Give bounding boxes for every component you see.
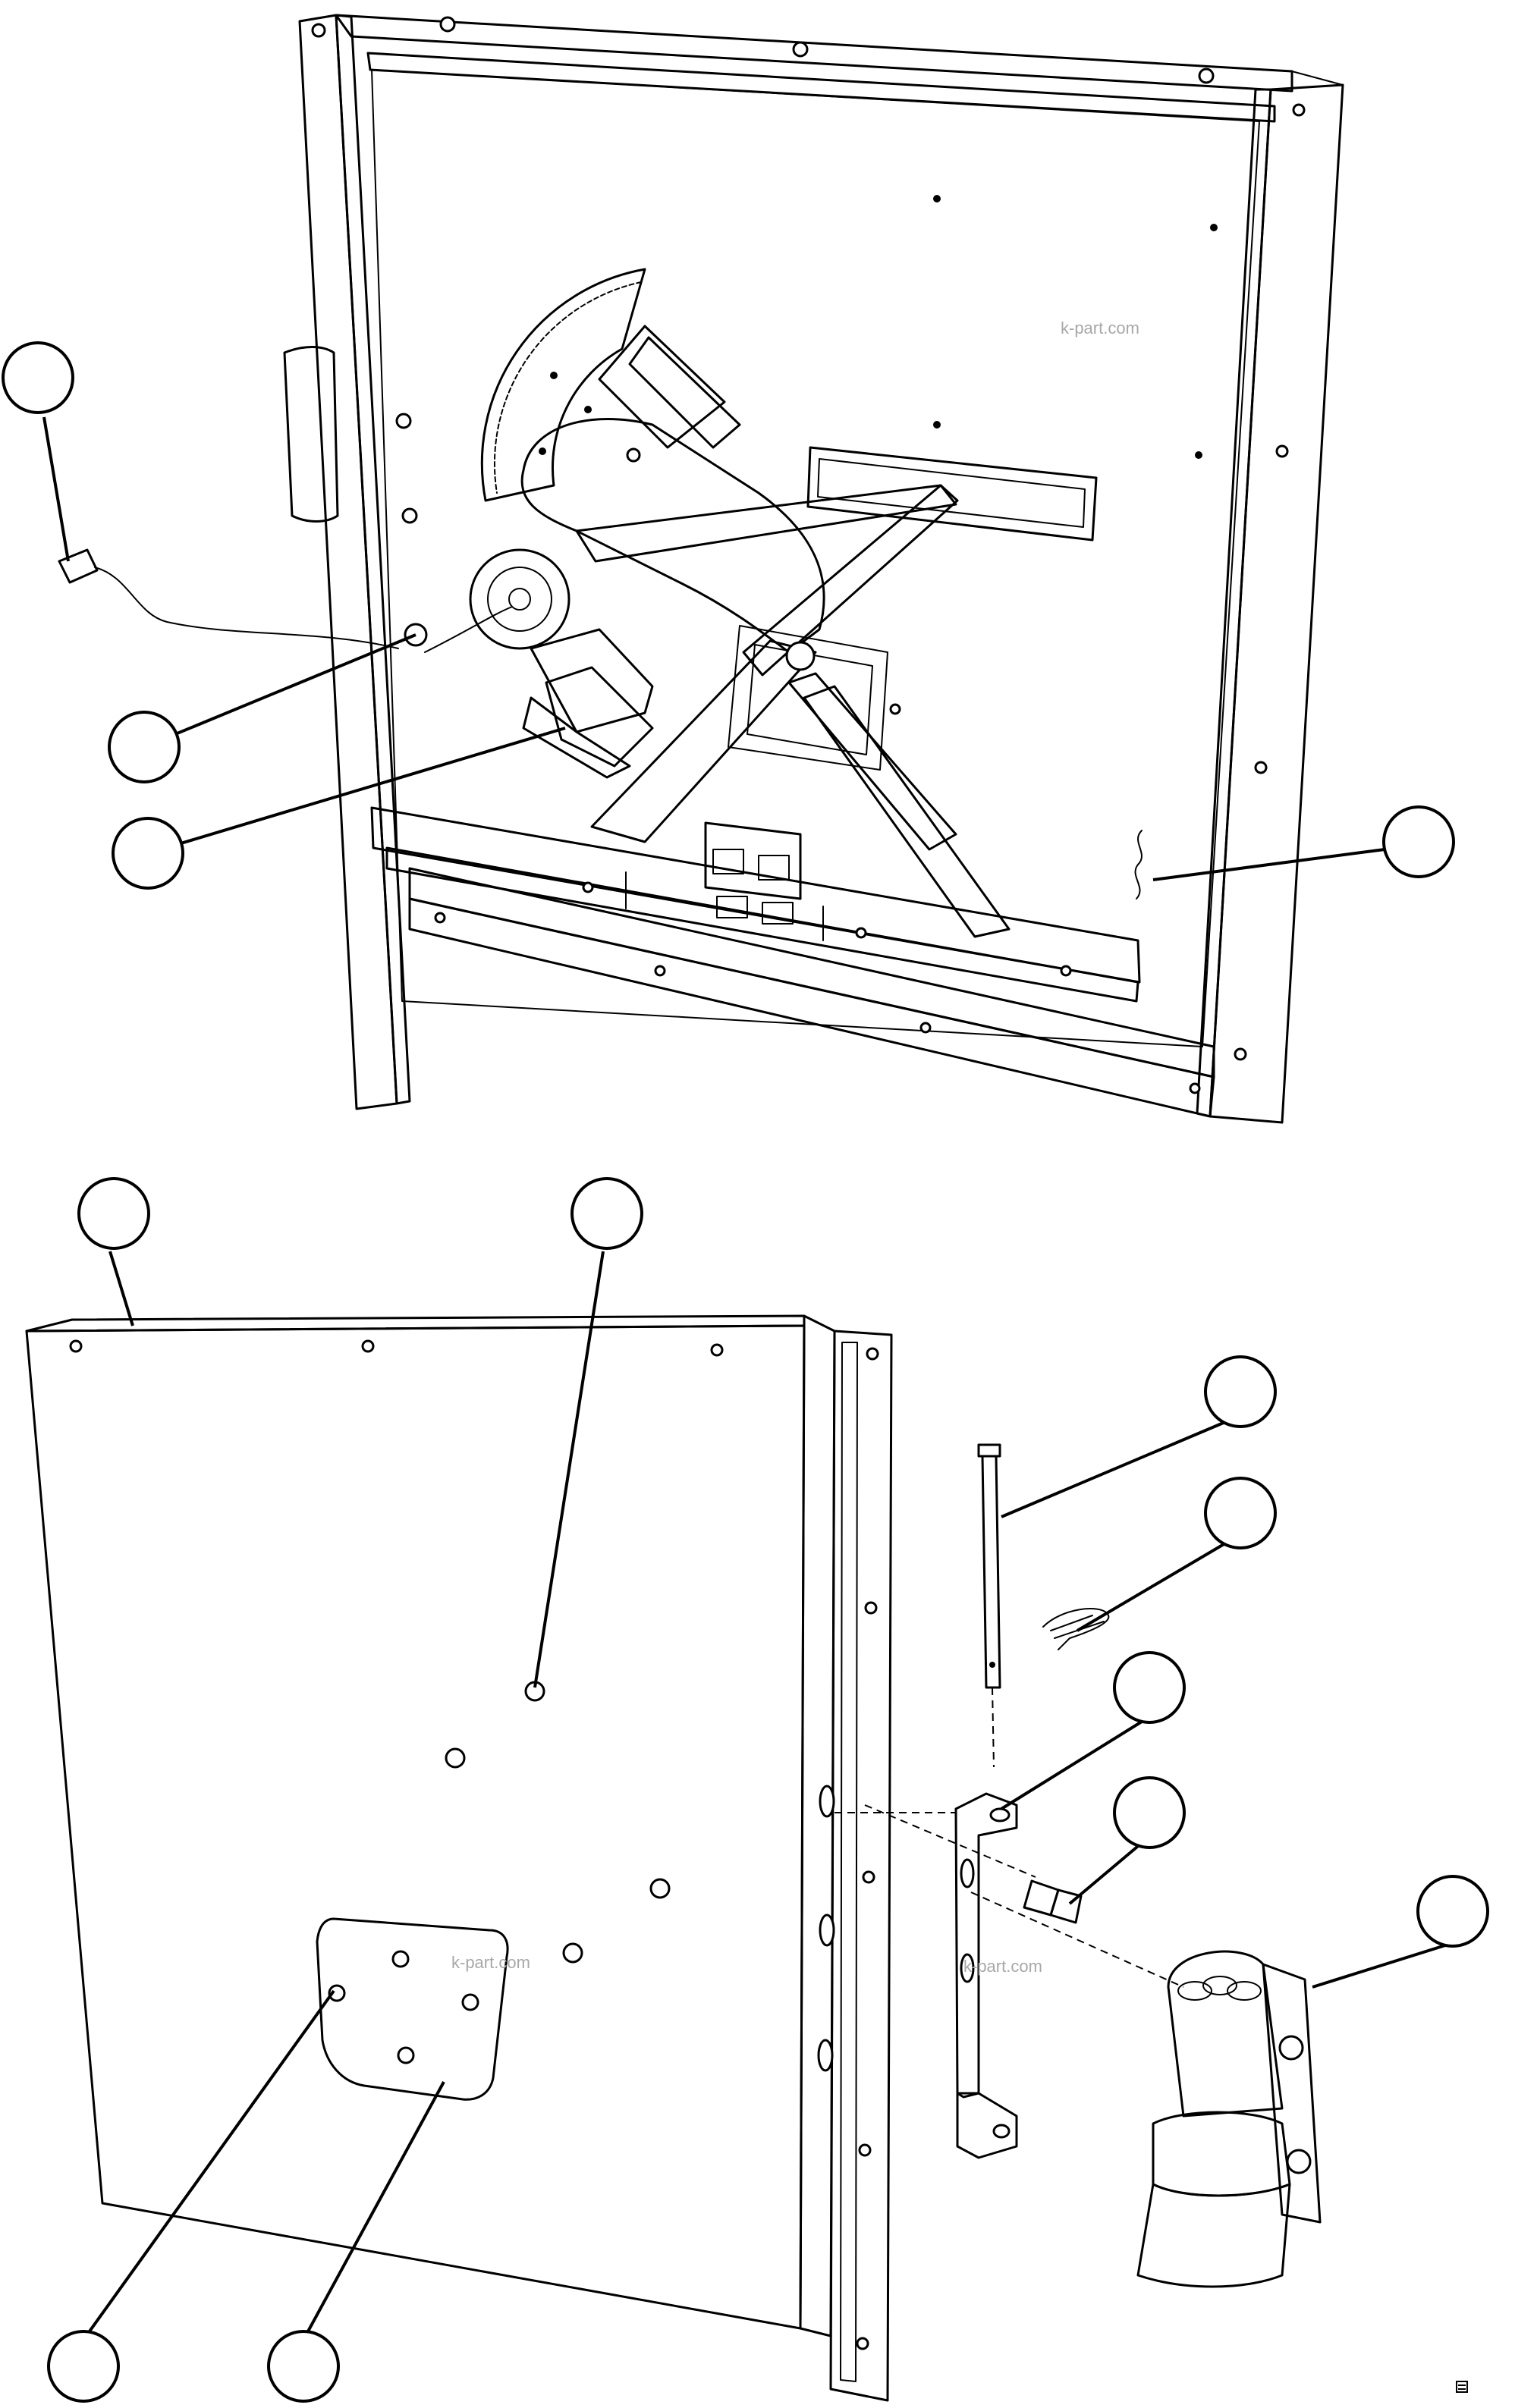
callout-inner-panel (77, 1177, 150, 1250)
callout-hinge-post (1416, 1875, 1489, 1948)
callout-leaders (42, 416, 1446, 2341)
watermark-bracket: k-part.com (963, 1957, 1042, 1976)
callout-cover-screw (47, 2330, 120, 2403)
callout-clip (1204, 1477, 1277, 1549)
window-frame-assembly: k-part.com (58, 14, 1344, 1124)
callout-circles (2, 341, 1489, 2403)
callout-bracket (1113, 1651, 1186, 1724)
callout-glass (1382, 805, 1455, 878)
callout-connector (2, 341, 74, 414)
callout-bolt (1113, 1776, 1186, 1849)
callout-stud (570, 1177, 643, 1250)
hinge-hardware-drawing: k-part.com (835, 1443, 1322, 2288)
watermark-top: k-part.com (1061, 319, 1139, 337)
callout-washer (108, 711, 181, 783)
corner-mark-icon (1456, 2381, 1468, 2393)
callout-motor (112, 817, 184, 890)
callout-hinge-pin (1204, 1355, 1277, 1428)
watermark-cover: k-part.com (451, 1953, 530, 1972)
callout-cover-plate (267, 2330, 340, 2403)
door-inner-panel-drawing: k-part.com (25, 1314, 893, 2402)
